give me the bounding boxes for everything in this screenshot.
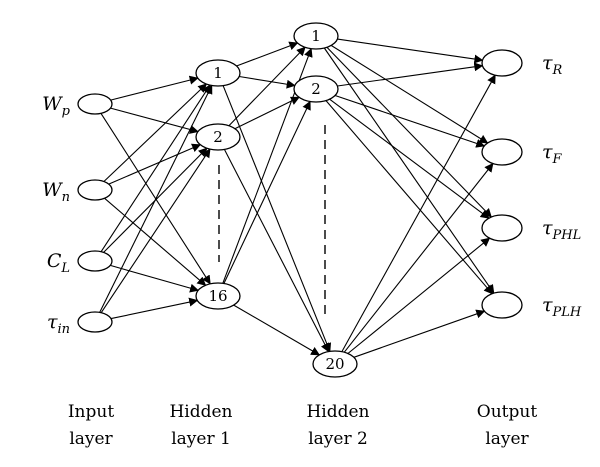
caption-input-layer-line-1: Input: [68, 402, 114, 422]
edge-h2-20-to-out-f: [343, 162, 494, 353]
node-h1-1: [195, 59, 241, 87]
edge-h2-20-to-out-phl: [347, 237, 491, 354]
label-in-tin: τin: [47, 311, 70, 337]
node-in-tin: [77, 311, 113, 333]
edge-h1-2-to-h2-1: [228, 46, 306, 127]
edge-in-wp-to-h1-1: [110, 75, 199, 101]
edge-h2-20-to-out-plh: [353, 309, 486, 358]
edge-h2-20-to-out-r: [341, 74, 496, 352]
edge-h2-2-to-out-r: [337, 62, 484, 87]
caption-hidden-layer-1-line-2: layer 1: [171, 429, 231, 449]
edge-in-tin-to-h1-1: [99, 84, 213, 313]
node-in-wn: [77, 179, 113, 201]
edge-in-cl-to-h1-1: [100, 84, 211, 253]
caption-output-layer-line-1: Output: [477, 402, 538, 422]
layer-captions: Input layer Hidden layer 1 Hidden layer 2 Outp…: [68, 402, 538, 449]
edge-h1-1-to-h2-1: [236, 41, 299, 67]
edge-in-tin-to-h1-2: [100, 148, 211, 314]
edge-h1-2-to-h2-2: [234, 96, 300, 130]
ellipsis-dashes: [218, 125, 326, 315]
node-in-cl: [77, 250, 113, 272]
caption-input-layer-line-2: layer: [69, 429, 113, 449]
node-label-h1-16: 16: [208, 287, 227, 305]
edge-in-wp-to-h1-2: [110, 107, 199, 134]
node-h2-2: [293, 75, 339, 103]
label-out-plh: τPLH: [542, 294, 582, 320]
node-label-h1-2: 2: [213, 128, 223, 146]
caption-hidden-layer-1-line-1: Hidden: [169, 402, 232, 422]
edge-h1-16-to-h2-20: [233, 304, 321, 356]
edge-in-wn-to-h1-2: [108, 143, 202, 185]
edge-h1-16-to-h2-2: [223, 100, 311, 284]
caption-output-layer-line-2: layer: [485, 429, 529, 449]
edge-in-cl-to-h1-16: [110, 264, 200, 293]
edge-in-wn-to-h1-1: [103, 83, 208, 182]
node-label-h1-1: 1: [213, 64, 223, 82]
edge-in-wn-to-h1-16: [104, 197, 207, 286]
label-in-cl: CL: [47, 250, 70, 276]
label-out-phl: τPHL: [542, 217, 581, 243]
node-out-r: [481, 49, 523, 77]
label-out-f: τF: [542, 141, 563, 167]
edge-h2-1-to-out-plh: [323, 47, 495, 294]
edge-in-tin-to-h1-16: [110, 297, 199, 320]
caption-hidden-layer-2-line-1: Hidden: [306, 402, 369, 422]
node-h2-20: [312, 350, 358, 378]
edge-h1-2-to-h2-20: [223, 149, 330, 353]
node-label-h2-20: 20: [325, 355, 344, 373]
node-out-phl: [481, 214, 523, 242]
node-label-h2-1: 1: [311, 27, 321, 45]
node-out-f: [481, 138, 523, 166]
node-h1-2: [195, 123, 241, 151]
node-out-plh: [481, 291, 523, 319]
node-h1-16: [195, 282, 241, 310]
edge-h2-1-to-out-phl: [326, 46, 492, 218]
node-h2-1: [293, 22, 339, 50]
nodes: [77, 22, 523, 378]
label-out-r: τR: [542, 52, 563, 78]
edge-h2-2-to-out-plh: [325, 100, 493, 295]
connections: [99, 38, 496, 358]
node-in-wp: [77, 93, 113, 115]
node-label-h2-2: 2: [311, 80, 321, 98]
label-in-wp: Wp: [42, 93, 71, 119]
edge-h2-1-to-out-f: [330, 44, 489, 144]
edge-h2-1-to-out-r: [337, 38, 484, 64]
edge-h2-2-to-out-phl: [329, 98, 490, 219]
label-in-wn: Wn: [42, 179, 70, 205]
edge-h2-2-to-out-f: [334, 94, 486, 148]
caption-hidden-layer-2-line-2: layer 2: [308, 429, 368, 449]
edge-h1-1-to-h2-20: [222, 85, 332, 353]
edge-h1-1-to-h2-2: [239, 75, 296, 89]
